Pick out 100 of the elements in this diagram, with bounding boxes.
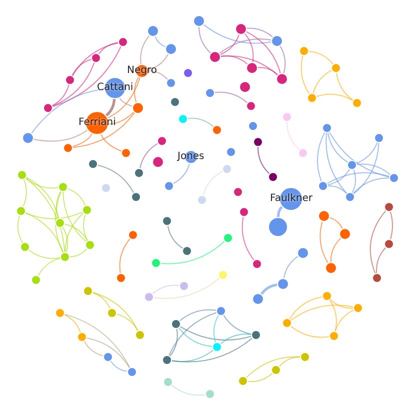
connector-line (171, 384, 206, 396)
node-circle (277, 278, 289, 290)
node-circle (193, 15, 205, 27)
node-circle (157, 136, 167, 146)
connector-line (26, 176, 60, 219)
connector-line (33, 130, 88, 142)
connector-line (134, 76, 139, 103)
node-circle (248, 121, 258, 131)
connector-line (202, 170, 224, 196)
connector-line (356, 142, 378, 164)
connector-line (100, 134, 122, 152)
node-circle (252, 259, 262, 269)
node-circle (162, 216, 172, 226)
node-circle (246, 62, 258, 74)
node-circle (60, 252, 70, 262)
connector-line (25, 212, 64, 253)
connector-line (330, 238, 342, 262)
connector-line (326, 172, 390, 184)
node-circle (166, 78, 176, 88)
connector-line (356, 164, 391, 176)
node-circle (212, 342, 222, 352)
connector-line (178, 328, 212, 347)
connector-line (140, 35, 150, 65)
connector-line (220, 56, 278, 76)
node-circle (116, 273, 126, 283)
connector-line (52, 62, 95, 107)
connector-line (220, 34, 240, 56)
connector-line (97, 164, 134, 194)
connector-line (219, 38, 272, 54)
node-circle (300, 352, 310, 362)
node-circle (216, 306, 226, 316)
connector-line (223, 314, 252, 335)
node-circle (135, 330, 145, 340)
connector-line (214, 92, 248, 104)
connector-line (198, 26, 212, 54)
node-circle (118, 37, 128, 47)
connector-line (329, 300, 337, 332)
connector-line (86, 338, 130, 368)
node-circle (239, 207, 249, 217)
node-circle (55, 308, 65, 318)
connector-line (116, 314, 138, 332)
node-circle (268, 172, 278, 182)
node-circle (389, 173, 399, 183)
connector-line (290, 304, 354, 321)
connector-line (283, 256, 298, 279)
node-circle (246, 101, 256, 111)
connector-line (105, 98, 116, 116)
node-circle (55, 218, 65, 228)
connector-line (280, 46, 286, 74)
node-circle (43, 103, 53, 113)
node-circle (91, 53, 101, 63)
connector-line (329, 217, 343, 230)
connector-line (336, 72, 354, 101)
connector-line (258, 67, 278, 76)
node-circle (329, 331, 339, 341)
connector-line (300, 55, 310, 94)
node-circle (352, 98, 362, 108)
connector-line (352, 169, 356, 194)
connector-line (72, 58, 92, 76)
connector-line (64, 224, 88, 242)
connector-line (52, 46, 122, 107)
connector-line (17, 215, 23, 244)
node-circle (218, 270, 228, 280)
node-circle (235, 23, 247, 35)
node-circle (128, 230, 138, 240)
node-circle (238, 376, 248, 386)
connector-line (246, 356, 300, 378)
connector-line (62, 226, 68, 253)
connector-line (28, 250, 61, 259)
connector-line (92, 292, 110, 309)
node-circle (165, 43, 177, 55)
connector-line (170, 328, 178, 356)
node-circle (17, 170, 27, 180)
node-circle (347, 160, 357, 170)
connector-line (72, 133, 92, 147)
node-circle (147, 25, 159, 37)
connector-line (180, 326, 252, 341)
node-circle (253, 137, 263, 147)
connector-line (38, 258, 61, 276)
connector-line (83, 214, 88, 242)
connector-line (160, 240, 225, 264)
node-circle (299, 46, 309, 56)
node-circle (183, 68, 193, 78)
node-circle (212, 125, 222, 135)
node-circle (182, 246, 192, 256)
connector-line (213, 314, 219, 343)
node-circle (282, 318, 292, 328)
node-circle (222, 164, 232, 174)
node-circle (297, 247, 309, 259)
connector-line (25, 178, 58, 188)
connector-line (353, 142, 380, 194)
node-circle (151, 258, 161, 268)
node-circle (271, 35, 283, 47)
connector-line (326, 132, 348, 194)
connector-line (258, 146, 270, 174)
connector-line (248, 372, 273, 382)
connector-line (64, 314, 81, 333)
node-circle (107, 308, 117, 318)
node-circle (282, 112, 292, 122)
connector-line (308, 50, 334, 65)
